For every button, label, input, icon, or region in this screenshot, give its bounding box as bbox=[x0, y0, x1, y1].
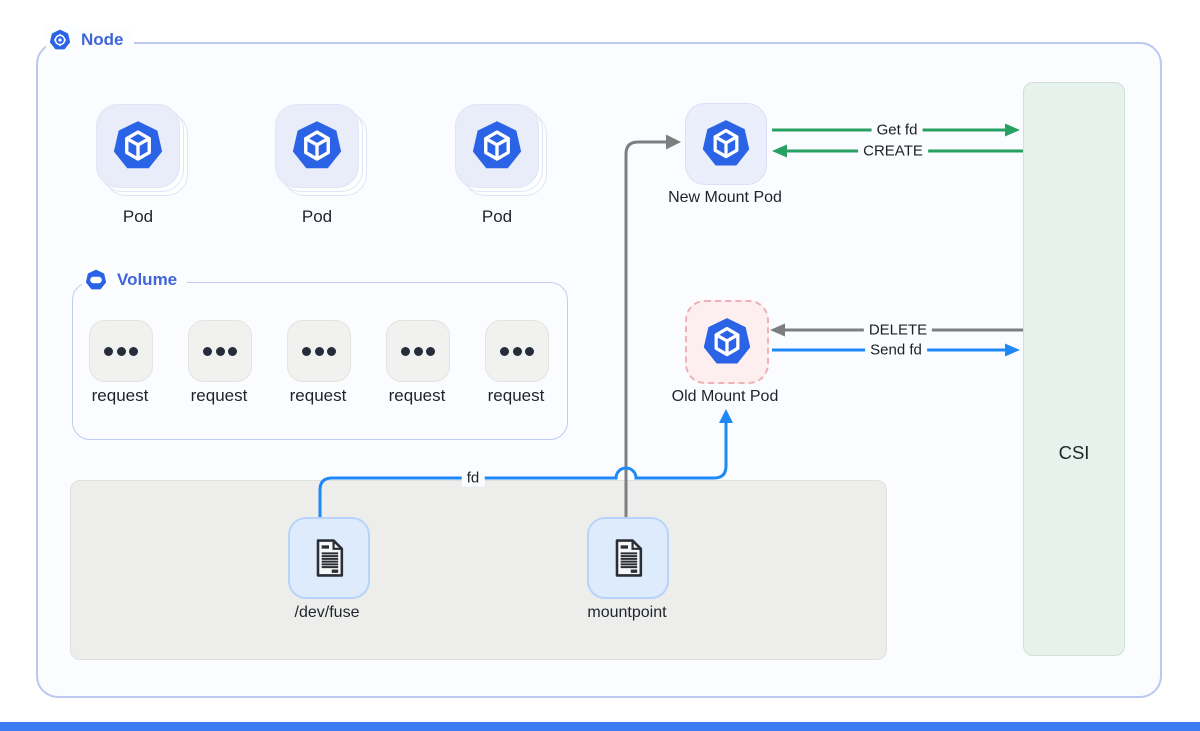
cube-icon bbox=[471, 119, 523, 170]
csi-label: CSI bbox=[1058, 442, 1090, 463]
kernel-space-box bbox=[70, 480, 887, 660]
volume-icon bbox=[84, 268, 108, 291]
pod-tile bbox=[96, 104, 188, 196]
request-tile bbox=[485, 320, 549, 382]
node-icon bbox=[48, 28, 72, 51]
volume-label-group: Volume bbox=[82, 266, 188, 294]
old-mount-pod-label: Old Mount Pod bbox=[671, 388, 779, 405]
get-fd-label: Get fd bbox=[871, 121, 923, 139]
delete-label: DELETE bbox=[863, 321, 933, 339]
request-tile bbox=[386, 320, 450, 382]
cube-icon bbox=[291, 119, 343, 170]
request-tile bbox=[188, 320, 252, 382]
ellipsis-icon bbox=[500, 346, 509, 356]
request-label: request bbox=[289, 386, 347, 405]
cube-icon bbox=[112, 119, 164, 170]
csi-box: CSI bbox=[1023, 82, 1125, 656]
ellipsis-icon bbox=[401, 346, 410, 356]
mountpoint-label: mountpoint bbox=[587, 604, 667, 621]
request-label: request bbox=[388, 386, 446, 405]
pod-icon bbox=[455, 104, 539, 188]
node-title: Node bbox=[81, 30, 124, 49]
create-label: CREATE bbox=[858, 142, 928, 160]
mountpoint-tile bbox=[587, 517, 669, 599]
request-label: request bbox=[91, 386, 149, 405]
request-label: request bbox=[487, 386, 545, 405]
pod-label: Pod bbox=[122, 207, 154, 226]
pod-tile bbox=[275, 104, 367, 196]
send-fd-label: Send fd bbox=[865, 341, 927, 359]
request-label: request bbox=[190, 386, 248, 405]
pod-icon bbox=[96, 104, 180, 188]
document-icon bbox=[615, 538, 643, 578]
request-tile bbox=[287, 320, 351, 382]
fd-label: fd bbox=[461, 469, 485, 487]
volume-title: Volume bbox=[117, 270, 178, 289]
cube-icon bbox=[701, 118, 751, 168]
ellipsis-icon bbox=[302, 346, 311, 356]
new-mount-pod-label: New Mount Pod bbox=[668, 189, 782, 206]
document-icon bbox=[316, 538, 344, 578]
ellipsis-icon bbox=[203, 346, 212, 356]
pod-tile bbox=[455, 104, 547, 196]
request-tile bbox=[89, 320, 153, 382]
bottom-blue-strip bbox=[0, 722, 1200, 731]
old-mount-pod-tile bbox=[685, 300, 769, 384]
pod-label: Pod bbox=[481, 207, 513, 226]
node-label-group: Node bbox=[46, 26, 134, 54]
pod-label: Pod bbox=[301, 207, 333, 226]
new-mount-pod-tile bbox=[685, 103, 767, 185]
dev-fuse-label: /dev/fuse bbox=[294, 604, 360, 621]
cube-icon bbox=[702, 316, 752, 366]
ellipsis-icon bbox=[104, 346, 113, 356]
pod-icon bbox=[275, 104, 359, 188]
dev-fuse-tile bbox=[288, 517, 370, 599]
